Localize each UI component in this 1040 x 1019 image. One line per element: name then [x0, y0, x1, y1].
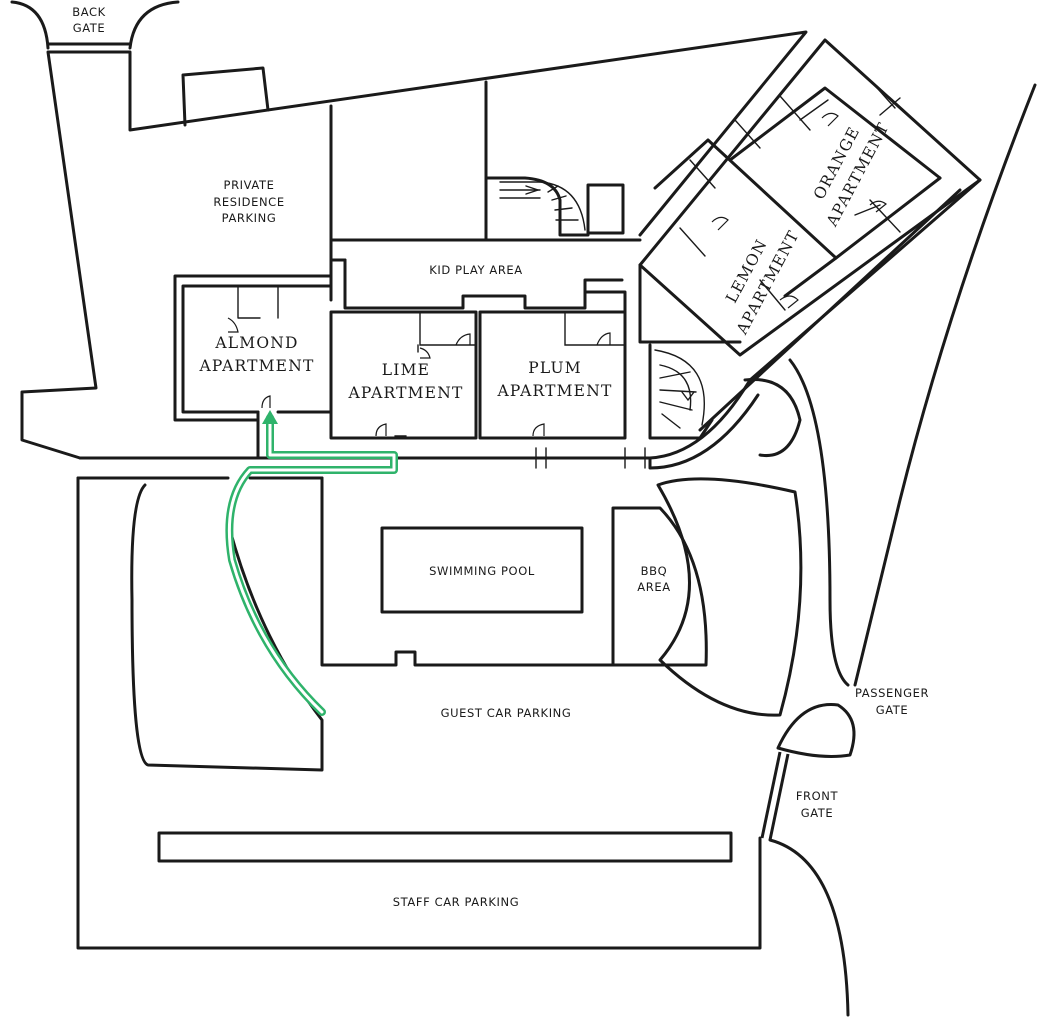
gates [760, 703, 856, 1017]
kid-play-area-label: KID PLAY AREA [429, 263, 523, 277]
orange-apartment-label: ORANGEAPARTMENT [801, 108, 893, 230]
lemon-orange-block [638, 38, 982, 357]
route-path [225, 410, 398, 716]
guest-parking [130, 476, 803, 863]
swimming-pool-label: SWIMMING POOL [429, 564, 535, 578]
site-walls [10, 0, 808, 460]
almond-apartment [173, 274, 333, 460]
guest-parking-label: GUEST CAR PARKING [441, 706, 572, 720]
plum-apartment [478, 290, 627, 440]
spiral-stair [638, 263, 742, 440]
lime-apartment [329, 310, 478, 440]
staff-parking-label: STAFF CAR PARKING [393, 895, 519, 909]
